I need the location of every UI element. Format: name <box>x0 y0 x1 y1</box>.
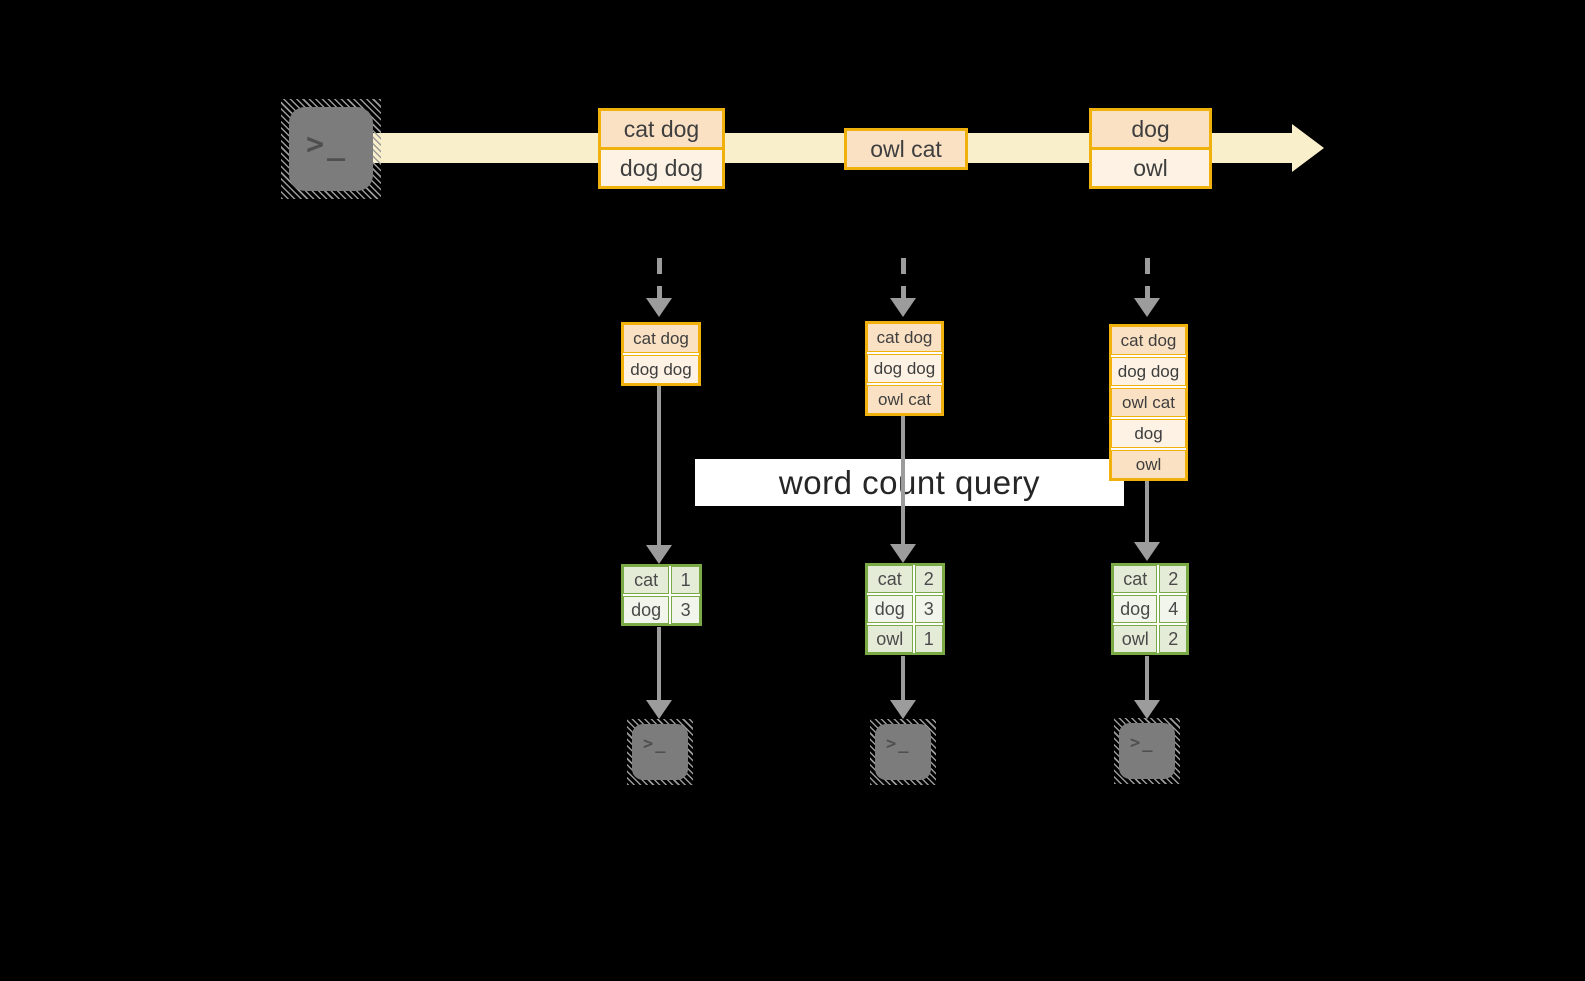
batch-cell: owl cat <box>1111 388 1186 417</box>
dashed-arrow-line <box>901 258 906 298</box>
arrowhead-down-icon <box>890 700 916 719</box>
stream-event-cell: cat dog <box>601 111 722 147</box>
batch-cell: owl cat <box>867 385 942 414</box>
batch-cell: owl <box>1111 450 1186 479</box>
arrowhead-down-icon <box>1134 542 1160 561</box>
terminal-sink-icon-2: >_ <box>870 719 936 785</box>
word-count-table-1: cat 1 dog 3 <box>621 564 702 626</box>
table-cell-count: 2 <box>1159 625 1187 653</box>
batch-cell: cat dog <box>867 323 942 352</box>
table-cell-word: cat <box>867 565 913 593</box>
terminal-body: >_ <box>632 724 688 780</box>
word-count-table-3: cat 2 dog 4 owl 2 <box>1111 563 1189 655</box>
table-cell-count: 4 <box>1159 595 1187 623</box>
arrowhead-down-icon <box>890 298 916 317</box>
stream-event-box-2: owl cat <box>844 128 968 170</box>
table-cell-count: 3 <box>671 596 700 624</box>
table-cell-word: cat <box>623 566 670 594</box>
query-banner: word count query <box>695 459 1124 506</box>
table-cell-word: owl <box>867 625 913 653</box>
batch-cell: cat dog <box>1111 326 1186 355</box>
terminal-body: >_ <box>875 724 931 780</box>
flow-arrow-line <box>1145 656 1149 701</box>
flow-arrow-line <box>657 627 661 701</box>
arrowhead-down-icon <box>890 544 916 563</box>
table-cell-count: 1 <box>671 566 700 594</box>
table-cell-count: 2 <box>914 565 943 593</box>
batch-cell: cat dog <box>623 324 699 353</box>
word-count-table-2: cat 2 dog 3 owl 1 <box>865 563 945 655</box>
terminal-sink-icon-1: >_ <box>627 719 693 785</box>
batch-cell: dog dog <box>867 354 942 383</box>
table-cell-count: 3 <box>914 595 943 623</box>
stream-event-cell: dog <box>1092 111 1209 147</box>
arrowhead-down-icon <box>1134 298 1160 317</box>
terminal-source-icon: >_ <box>281 99 381 199</box>
arrowhead-down-icon <box>646 545 672 564</box>
stream-event-box-3: dog owl <box>1089 108 1212 189</box>
table-cell-word: owl <box>1113 625 1158 653</box>
stream-event-cell: dog dog <box>601 147 722 186</box>
terminal-prompt-glyph: >_ <box>1130 733 1155 753</box>
flow-arrow-line <box>901 656 905 701</box>
table-cell-count: 1 <box>914 625 943 653</box>
terminal-body: >_ <box>1119 723 1175 779</box>
micro-batch-stack-1: cat dog dog dog <box>621 322 701 386</box>
micro-batch-stack-3: cat dog dog dog owl cat dog owl <box>1109 324 1188 481</box>
stream-event-cell: owl <box>1092 147 1209 186</box>
terminal-prompt-glyph: >_ <box>643 734 668 754</box>
terminal-prompt-glyph: >_ <box>886 734 911 754</box>
terminal-body: >_ <box>289 107 373 191</box>
table-cell-word: dog <box>867 595 913 623</box>
stream-arrowhead-icon <box>1292 124 1324 172</box>
terminal-sink-icon-3: >_ <box>1114 718 1180 784</box>
flow-arrow-line <box>901 416 905 545</box>
micro-batch-stack-2: cat dog dog dog owl cat <box>865 321 944 416</box>
batch-cell: dog dog <box>623 355 699 384</box>
arrowhead-down-icon <box>1134 700 1160 719</box>
arrowhead-down-icon <box>646 700 672 719</box>
stream-event-cell: owl cat <box>847 131 965 167</box>
stream-event-box-1: cat dog dog dog <box>598 108 725 189</box>
batch-cell: dog <box>1111 419 1186 448</box>
arrowhead-down-icon <box>646 298 672 317</box>
terminal-prompt-glyph: >_ <box>306 127 349 162</box>
flow-arrow-line <box>1145 481 1149 543</box>
dashed-arrow-line <box>657 258 662 298</box>
table-cell-word: dog <box>623 596 670 624</box>
table-cell-word: cat <box>1113 565 1158 593</box>
query-banner-label: word count query <box>778 463 1041 501</box>
table-cell-count: 2 <box>1159 565 1187 593</box>
flow-arrow-line <box>657 386 661 547</box>
batch-cell: dog dog <box>1111 357 1186 386</box>
table-cell-word: dog <box>1113 595 1158 623</box>
dashed-arrow-line <box>1145 258 1150 298</box>
